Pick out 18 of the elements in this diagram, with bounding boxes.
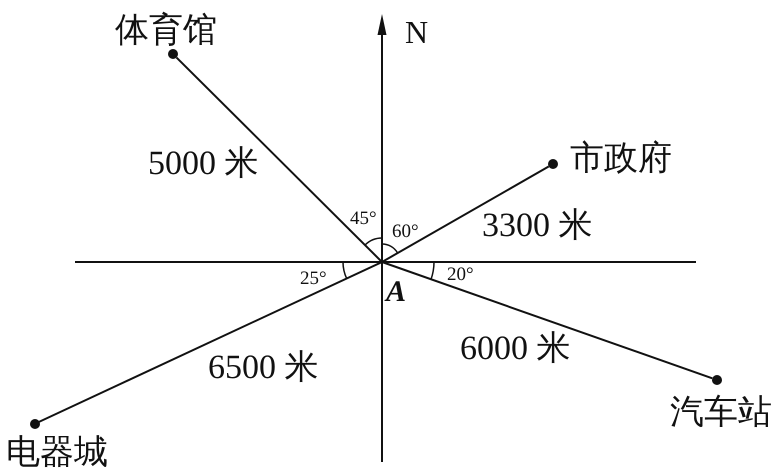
connecting-line [382,261,713,380]
place-label: 体育馆 [115,14,217,48]
edge-label: 6000 米 [460,332,570,366]
connecting-line [176,56,383,263]
edge-label: 6500 米 [208,351,318,385]
point-label: A [386,277,406,307]
angle-label: 45° [350,210,377,226]
angle-label: 60° [392,224,419,239]
edge-label: 5000 米 [148,147,258,181]
place-label: 电器城 [6,436,108,470]
angle-label: 25° [300,270,327,286]
edge-label: 3300 米 [482,209,592,243]
angle-label: 20° [447,266,474,282]
connecting-line [38,261,382,423]
direction-label: N [405,16,428,48]
connecting-line [382,166,550,263]
place-label: 汽车站 [670,396,772,430]
place-label: 市政府 [570,142,672,176]
